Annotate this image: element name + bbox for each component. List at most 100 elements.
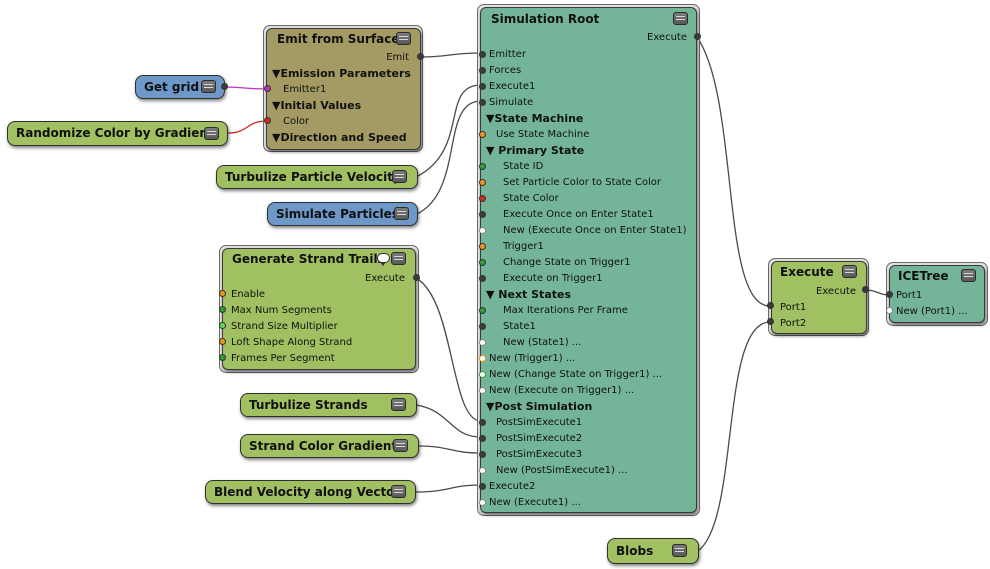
port-get-grid-out[interactable] (221, 83, 228, 90)
strand-color-gradient-node[interactable]: Strand Color Gradient (240, 434, 419, 458)
port-emit-out[interactable] (417, 53, 424, 60)
node-menu-icon[interactable] (391, 485, 406, 498)
port-label: Forces (489, 65, 522, 76)
icetree-node[interactable]: ICETree Port1 New (Port1) ... (889, 265, 985, 323)
execute-node[interactable]: Execute Execute Port1 Port2 (771, 261, 867, 334)
randomize-color-by-gradient-node[interactable]: Randomize Color by Gradient (7, 121, 228, 146)
port-label-enable: Enable (231, 289, 266, 300)
generate-strand-trails-node[interactable]: Generate Strand Trails Execute Enable Ma… (222, 248, 416, 370)
input-port[interactable] (479, 499, 486, 506)
port-port1[interactable] (767, 302, 774, 309)
port-color[interactable] (264, 117, 271, 124)
blend-velocity-along-vector-node[interactable]: Blend Velocity along Vector (205, 480, 416, 504)
input-port[interactable] (479, 419, 486, 426)
input-port[interactable] (479, 323, 486, 330)
node-menu-icon[interactable] (673, 12, 688, 25)
node-menu-icon[interactable] (672, 544, 687, 557)
node-title: Emit from Surface (277, 32, 400, 46)
input-port[interactable] (479, 355, 486, 362)
input-port[interactable] (479, 211, 486, 218)
turbulize-strands-node[interactable]: Turbulize Strands (240, 393, 417, 417)
port-label: Emitter (489, 49, 526, 60)
input-port[interactable] (479, 163, 486, 170)
input-port[interactable] (479, 51, 486, 58)
node-menu-icon[interactable] (201, 80, 216, 93)
port-loft-shape[interactable] (219, 338, 226, 345)
node-menu-icon[interactable] (396, 32, 411, 45)
port-frames-per-segment[interactable] (219, 354, 226, 361)
section-header[interactable]: ▼ Next States (486, 288, 572, 301)
node-menu-icon[interactable] (392, 170, 407, 183)
port-label-frames-per-segment: Frames Per Segment (231, 353, 335, 364)
wire-turbulize-strands-to-postsim2[interactable] (415, 404, 482, 438)
section-header[interactable]: ▼ Primary State (486, 144, 585, 157)
node-menu-icon[interactable] (393, 439, 408, 452)
turbulize-particle-velocity-node[interactable]: Turbulize Particle Velocity (216, 165, 418, 189)
port-execute-out[interactable] (694, 33, 701, 40)
emit-from-surface-node[interactable]: Emit from Surface Emit ▼Emission Paramet… (266, 28, 421, 150)
port-execute-node-out[interactable] (862, 286, 869, 293)
section-header[interactable]: ▼Direction and Speed (272, 131, 407, 144)
wire-getgrid-to-emitter1[interactable] (223, 86, 268, 90)
input-port[interactable] (479, 435, 486, 442)
wire-blend-velocity-to-execute2[interactable] (414, 484, 482, 493)
port-max-num-segments[interactable] (219, 306, 226, 313)
port-enable[interactable] (219, 290, 226, 297)
section-header[interactable]: ▼Post Simulation (486, 400, 593, 413)
wire-blobs-to-execute-port2[interactable] (697, 321, 771, 552)
port-label: PostSimExecute3 (496, 449, 583, 460)
input-port[interactable] (479, 227, 486, 234)
input-port[interactable] (479, 131, 486, 138)
node-menu-icon[interactable] (391, 398, 406, 411)
node-menu-icon[interactable] (961, 269, 976, 282)
node-title: Simulation Root (491, 12, 600, 26)
port-icetree-new[interactable] (886, 307, 893, 314)
section-header[interactable]: ▼Initial Values (272, 99, 362, 112)
port-emitter1[interactable] (264, 85, 271, 92)
section-header[interactable]: ▼Emission Parameters (272, 67, 411, 80)
input-port[interactable] (479, 83, 486, 90)
input-port[interactable] (479, 99, 486, 106)
comment-icon[interactable] (377, 253, 390, 266)
wire-emit-to-emitter[interactable] (419, 52, 482, 58)
port-strand-execute-out[interactable] (413, 274, 420, 281)
wire-simulate-particles-to-simulate[interactable] (416, 100, 482, 215)
input-port[interactable] (479, 387, 486, 394)
port-icetree-port1[interactable] (886, 291, 893, 298)
port-label-port1: Port1 (896, 290, 923, 301)
simulate-particles-node[interactable]: Simulate Particles (267, 202, 418, 226)
input-port[interactable] (479, 467, 486, 474)
input-port[interactable] (479, 243, 486, 250)
node-menu-icon[interactable] (391, 252, 406, 265)
blobs-node[interactable]: Blobs (607, 538, 699, 564)
port-strand-size[interactable] (219, 322, 226, 329)
node-menu-icon[interactable] (204, 127, 219, 140)
input-port[interactable] (479, 259, 486, 266)
wire-randomize-to-color[interactable] (226, 120, 268, 134)
wire-strand-trails-to-postsim1[interactable] (415, 277, 482, 422)
port-port2[interactable] (767, 318, 774, 325)
wire-strand-color-to-postsim3[interactable] (417, 445, 482, 454)
port-label: Use State Machine (496, 129, 590, 140)
section-header[interactable]: ▼State Machine (486, 112, 584, 125)
node-menu-icon[interactable] (842, 265, 857, 278)
input-port[interactable] (479, 483, 486, 490)
port-label: Simulate (489, 97, 534, 108)
input-port[interactable] (479, 307, 486, 314)
output-label: Execute (365, 273, 405, 284)
input-port[interactable] (479, 371, 486, 378)
node-menu-icon[interactable] (394, 207, 409, 220)
input-port[interactable] (479, 275, 486, 282)
input-port[interactable] (479, 195, 486, 202)
input-port[interactable] (479, 451, 486, 458)
input-port[interactable] (479, 67, 486, 74)
input-port[interactable] (479, 339, 486, 346)
port-label: Max Iterations Per Frame (503, 305, 628, 316)
wire-turbulize-velocity-to-execute1[interactable] (415, 84, 482, 178)
port-label: New (PostSimExecute1) ... (496, 465, 628, 476)
input-port[interactable] (479, 179, 486, 186)
wire-simroot-to-execute-port1[interactable] (696, 36, 771, 307)
port-label-port2: Port2 (780, 318, 807, 329)
get-grid-node[interactable]: Get grid (135, 75, 225, 99)
